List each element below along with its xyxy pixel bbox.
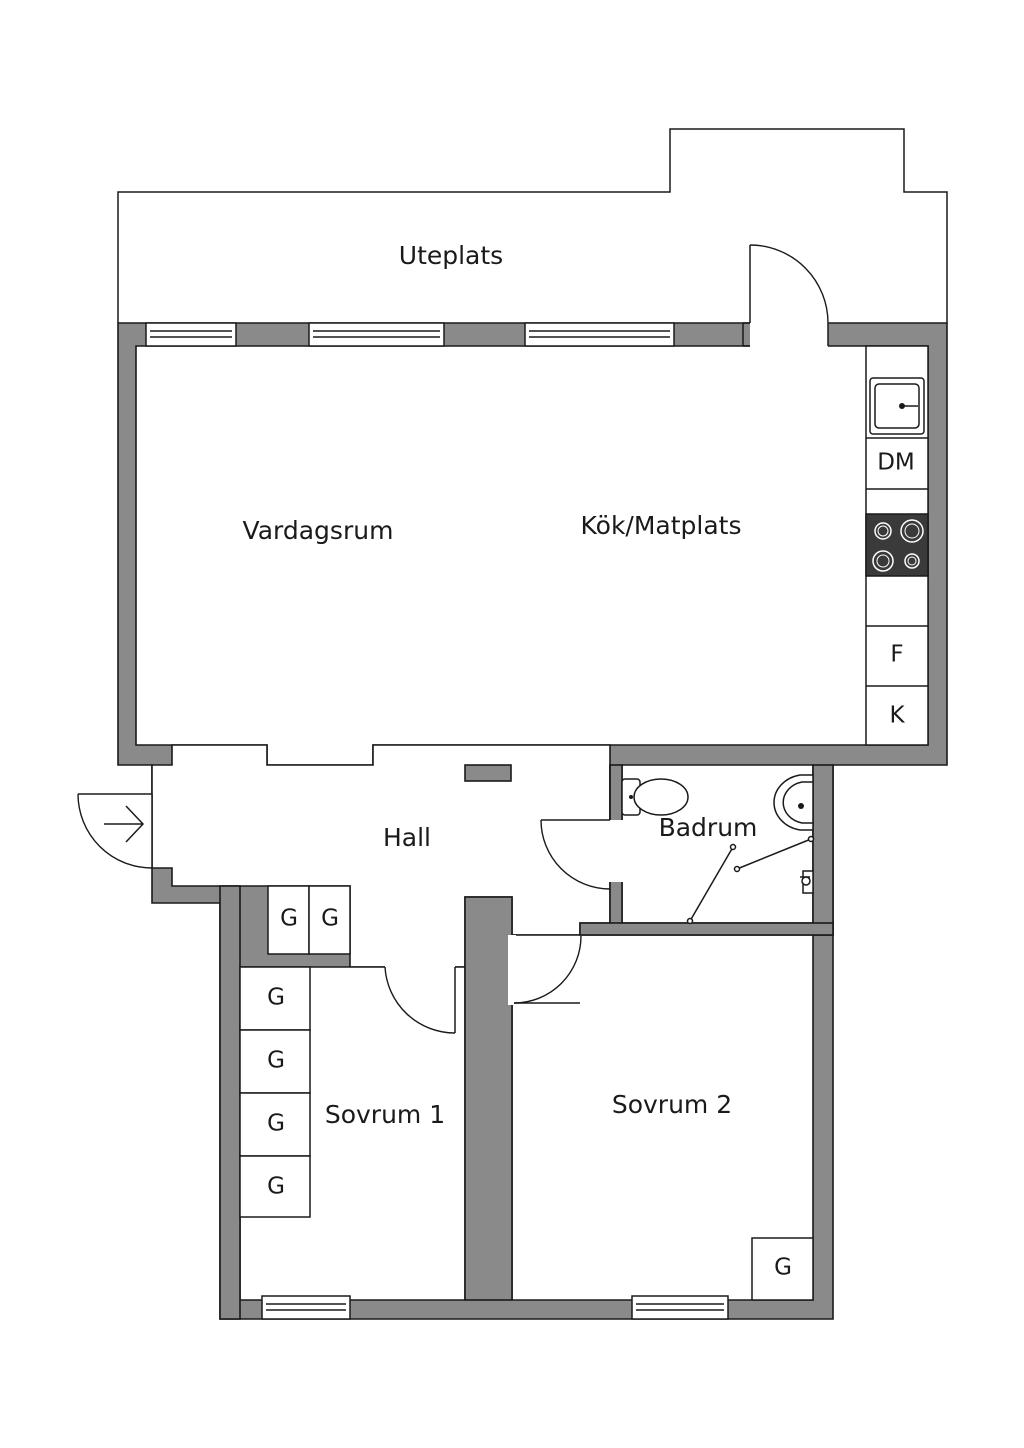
terrace: [117, 128, 948, 323]
wardrobe-label: G: [321, 906, 339, 932]
window: [308, 322, 445, 347]
stove-icon: [865, 513, 929, 577]
room-label-badrum: Badrum: [659, 813, 758, 842]
wardrobe-label: G: [774, 1255, 792, 1281]
window: [261, 1295, 351, 1320]
window: [145, 322, 237, 347]
shower-screen-icon: [686, 835, 815, 925]
room-label-hall: Hall: [383, 823, 431, 852]
sink-icon: [869, 377, 925, 435]
room-label-sovrum2: Sovrum 2: [612, 1090, 732, 1119]
room-label-sovrum1: Sovrum 1: [325, 1100, 445, 1129]
bathroom-fixtures: [621, 774, 815, 925]
washbasin-icon: [773, 774, 814, 831]
entrance-door[interactable]: [77, 793, 153, 869]
wardrobe-label: G: [267, 1174, 285, 1200]
window: [631, 1295, 729, 1320]
wall-stubs: [219, 764, 834, 1320]
wardrobe-label: G: [267, 1048, 285, 1074]
dishwasher-label: DM: [877, 450, 915, 476]
room-label-uteplats: Uteplats: [399, 241, 503, 270]
bedroom2-wardrobe: G: [751, 1237, 814, 1301]
window: [524, 322, 675, 347]
bedroom1-wardrobes: G G G G: [239, 966, 311, 1218]
wardrobe-label: G: [280, 906, 298, 932]
wardrobe-label: G: [267, 1111, 285, 1137]
windows-north: [145, 322, 675, 347]
room-label-kok: Kök/Matplats: [581, 511, 742, 540]
hall-wardrobes: G G: [267, 885, 351, 955]
shower-head-icon: [800, 870, 814, 894]
living-kitchen-floor: [135, 345, 929, 766]
bathroom-door[interactable]: [540, 765, 624, 890]
room-interiors: [135, 345, 929, 1301]
windows-south: [261, 1295, 729, 1320]
entrance-arrow-icon: [104, 805, 145, 843]
fridge-label: K: [889, 703, 905, 729]
bedroom2-door[interactable]: [508, 935, 582, 1005]
wardrobe-label: G: [267, 985, 285, 1011]
freezer-label: F: [890, 642, 903, 668]
kitchen-counter: DM F K: [865, 345, 929, 746]
balcony-door[interactable]: [742, 244, 829, 347]
toilet-icon: [621, 778, 689, 816]
room-label-vardagsrum: Vardagsrum: [243, 516, 394, 545]
room-labels: Uteplats Vardagsrum Kök/Matplats Hall Ba…: [243, 241, 758, 1129]
bedroom1-door[interactable]: [384, 963, 456, 1034]
